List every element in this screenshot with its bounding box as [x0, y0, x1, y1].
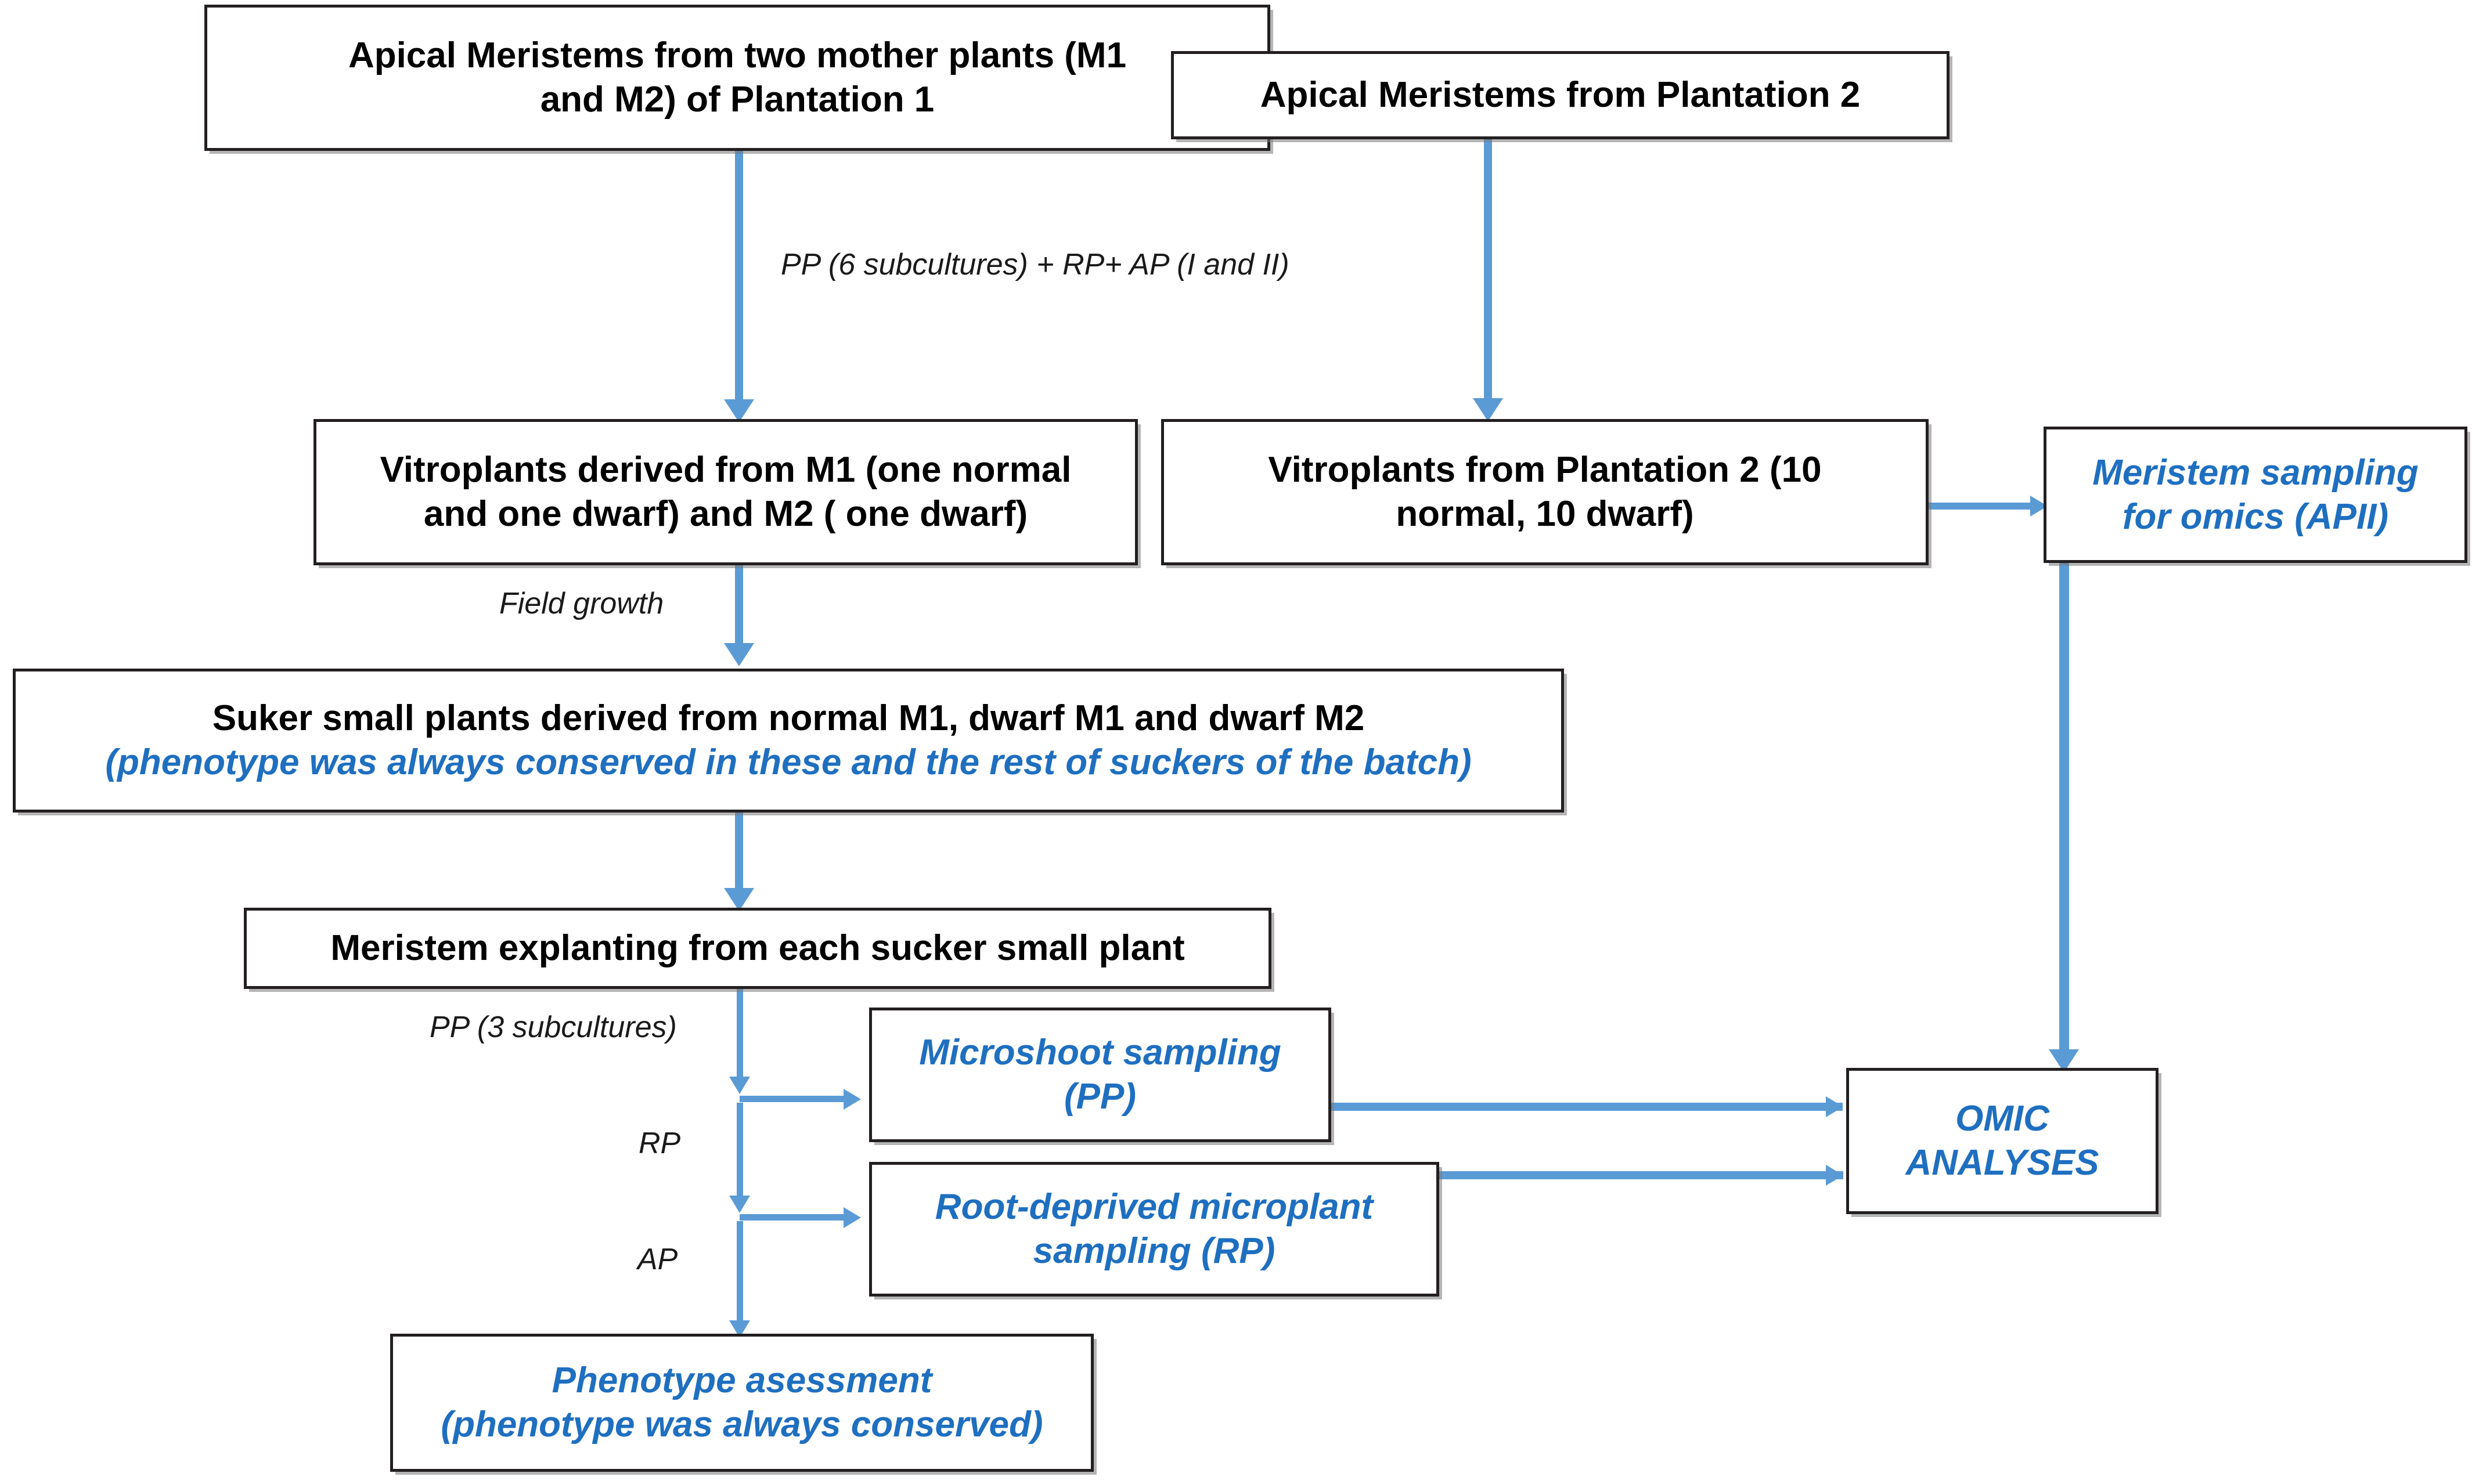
- edge-label-pp3-subcultures: PP (3 subcultures): [430, 1010, 677, 1044]
- node-line: OMIC: [1955, 1099, 2049, 1139]
- edge-rootdeprived-to-omic: [1437, 1171, 1843, 1179]
- edge-arrowhead-spine-pp: [729, 1077, 750, 1094]
- node-omic-analyses[interactable]: OMIC ANALYSES: [1846, 1068, 2159, 1214]
- edge-arrowhead-spine-rp: [729, 1196, 750, 1213]
- node-line: Meristem sampling: [2092, 452, 2419, 493]
- node-line: Phenotype asessment: [552, 1360, 932, 1401]
- edge-suker-to-explanting: [735, 810, 743, 894]
- edge-label-ap: AP: [637, 1243, 678, 1276]
- node-vitroplants-m1-m2[interactable]: Vitroplants derived from M1 (one normal …: [313, 419, 1138, 565]
- edge-microshoot-to-omic: [1331, 1103, 1843, 1111]
- node-line: (phenotype was always conserved): [441, 1404, 1043, 1445]
- edge-arrowhead-p1-to-vitroplants-m1m2: [724, 399, 754, 423]
- edge-arrowhead-pp-to-microshoot: [844, 1089, 861, 1110]
- node-line: Vitroplants derived from M1 (one normal: [380, 450, 1072, 490]
- node-line: Microshoot sampling: [919, 1032, 1281, 1073]
- edge-arrowhead-p2-to-vitroplants-p2: [1473, 398, 1503, 421]
- edge-spine-rp-to-ap: [737, 1221, 743, 1328]
- node-line: and M2) of Plantation 1: [540, 80, 935, 120]
- node-meristem-sampling-omics[interactable]: Meristem sampling for omics (APII): [2044, 427, 2467, 563]
- edge-meristemsampling-to-omic: [2059, 563, 2069, 1056]
- edge-label-pp6-rp-ap: PP (6 subcultures) + RP+ AP (I and II): [781, 248, 1289, 281]
- edge-explanting-spine-pp: [737, 987, 743, 1085]
- node-meristem-explanting[interactable]: Meristem explanting from each sucker sma…: [244, 908, 1271, 989]
- edge-vitroplants-to-suker: [735, 565, 743, 649]
- node-line-black: Suker small plants derived from normal M…: [212, 698, 1365, 739]
- node-line: Apical Meristems from two mother plants …: [348, 35, 1127, 76]
- node-vitroplants-plantation-2[interactable]: Vitroplants from Plantation 2 (10 normal…: [1161, 419, 1929, 565]
- edge-vitroplantsp2-to-meristemsampling: [1926, 503, 2034, 510]
- edge-pp-to-microshoot: [740, 1096, 847, 1102]
- node-line: sampling (RP): [1033, 1231, 1275, 1271]
- edge-label-rp: RP: [639, 1126, 681, 1160]
- node-line: and one dwarf) and M2 ( one dwarf): [423, 494, 1028, 534]
- node-line-blue: (phenotype was always conserved in these…: [105, 742, 1472, 782]
- edge-p1-to-vitroplants-m1m2: [735, 150, 743, 405]
- edge-arrowhead-vitroplants-to-suker: [724, 643, 754, 666]
- node-apical-meristems-plantation-2[interactable]: Apical Meristems from Plantation 2: [1171, 51, 1950, 139]
- node-line: Apical Meristems from Plantation 2: [1260, 75, 1861, 115]
- edge-arrowhead-microshoot-to-omic: [1826, 1096, 1843, 1117]
- node-line: normal, 10 dwarf): [1396, 494, 1694, 534]
- edge-label-field-growth: Field growth: [499, 587, 664, 620]
- node-phenotype-assessment[interactable]: Phenotype asessment (phenotype was alway…: [390, 1334, 1094, 1472]
- edge-rp-to-rootdeprived: [740, 1214, 847, 1221]
- node-microshoot-sampling[interactable]: Microshoot sampling (PP): [869, 1008, 1331, 1142]
- node-apical-meristems-plantation-1[interactable]: Apical Meristems from two mother plants …: [204, 5, 1270, 151]
- node-root-deprived-microplant-sampling[interactable]: Root-deprived microplant sampling (RP): [869, 1162, 1439, 1297]
- edge-arrowhead-rootdeprived-to-omic: [1826, 1165, 1843, 1186]
- node-line: for omics (APII): [2122, 496, 2389, 537]
- node-line: ANALYSES: [1905, 1143, 2099, 1183]
- node-line: Vitroplants from Plantation 2 (10: [1268, 450, 1822, 490]
- node-suker-small-plants[interactable]: Suker small plants derived from normal M…: [13, 669, 1564, 813]
- edge-arrowhead-rp-to-rootdeprived: [844, 1207, 861, 1228]
- edge-arrowhead-suker-to-explanting: [724, 888, 754, 911]
- edge-spine-pp-to-rp: [737, 1103, 743, 1204]
- node-line: Meristem explanting from each sucker sma…: [330, 928, 1185, 969]
- node-line: Root-deprived microplant: [935, 1187, 1374, 1227]
- edge-p2-to-vitroplants-p2: [1484, 139, 1492, 403]
- node-line: (PP): [1064, 1077, 1136, 1117]
